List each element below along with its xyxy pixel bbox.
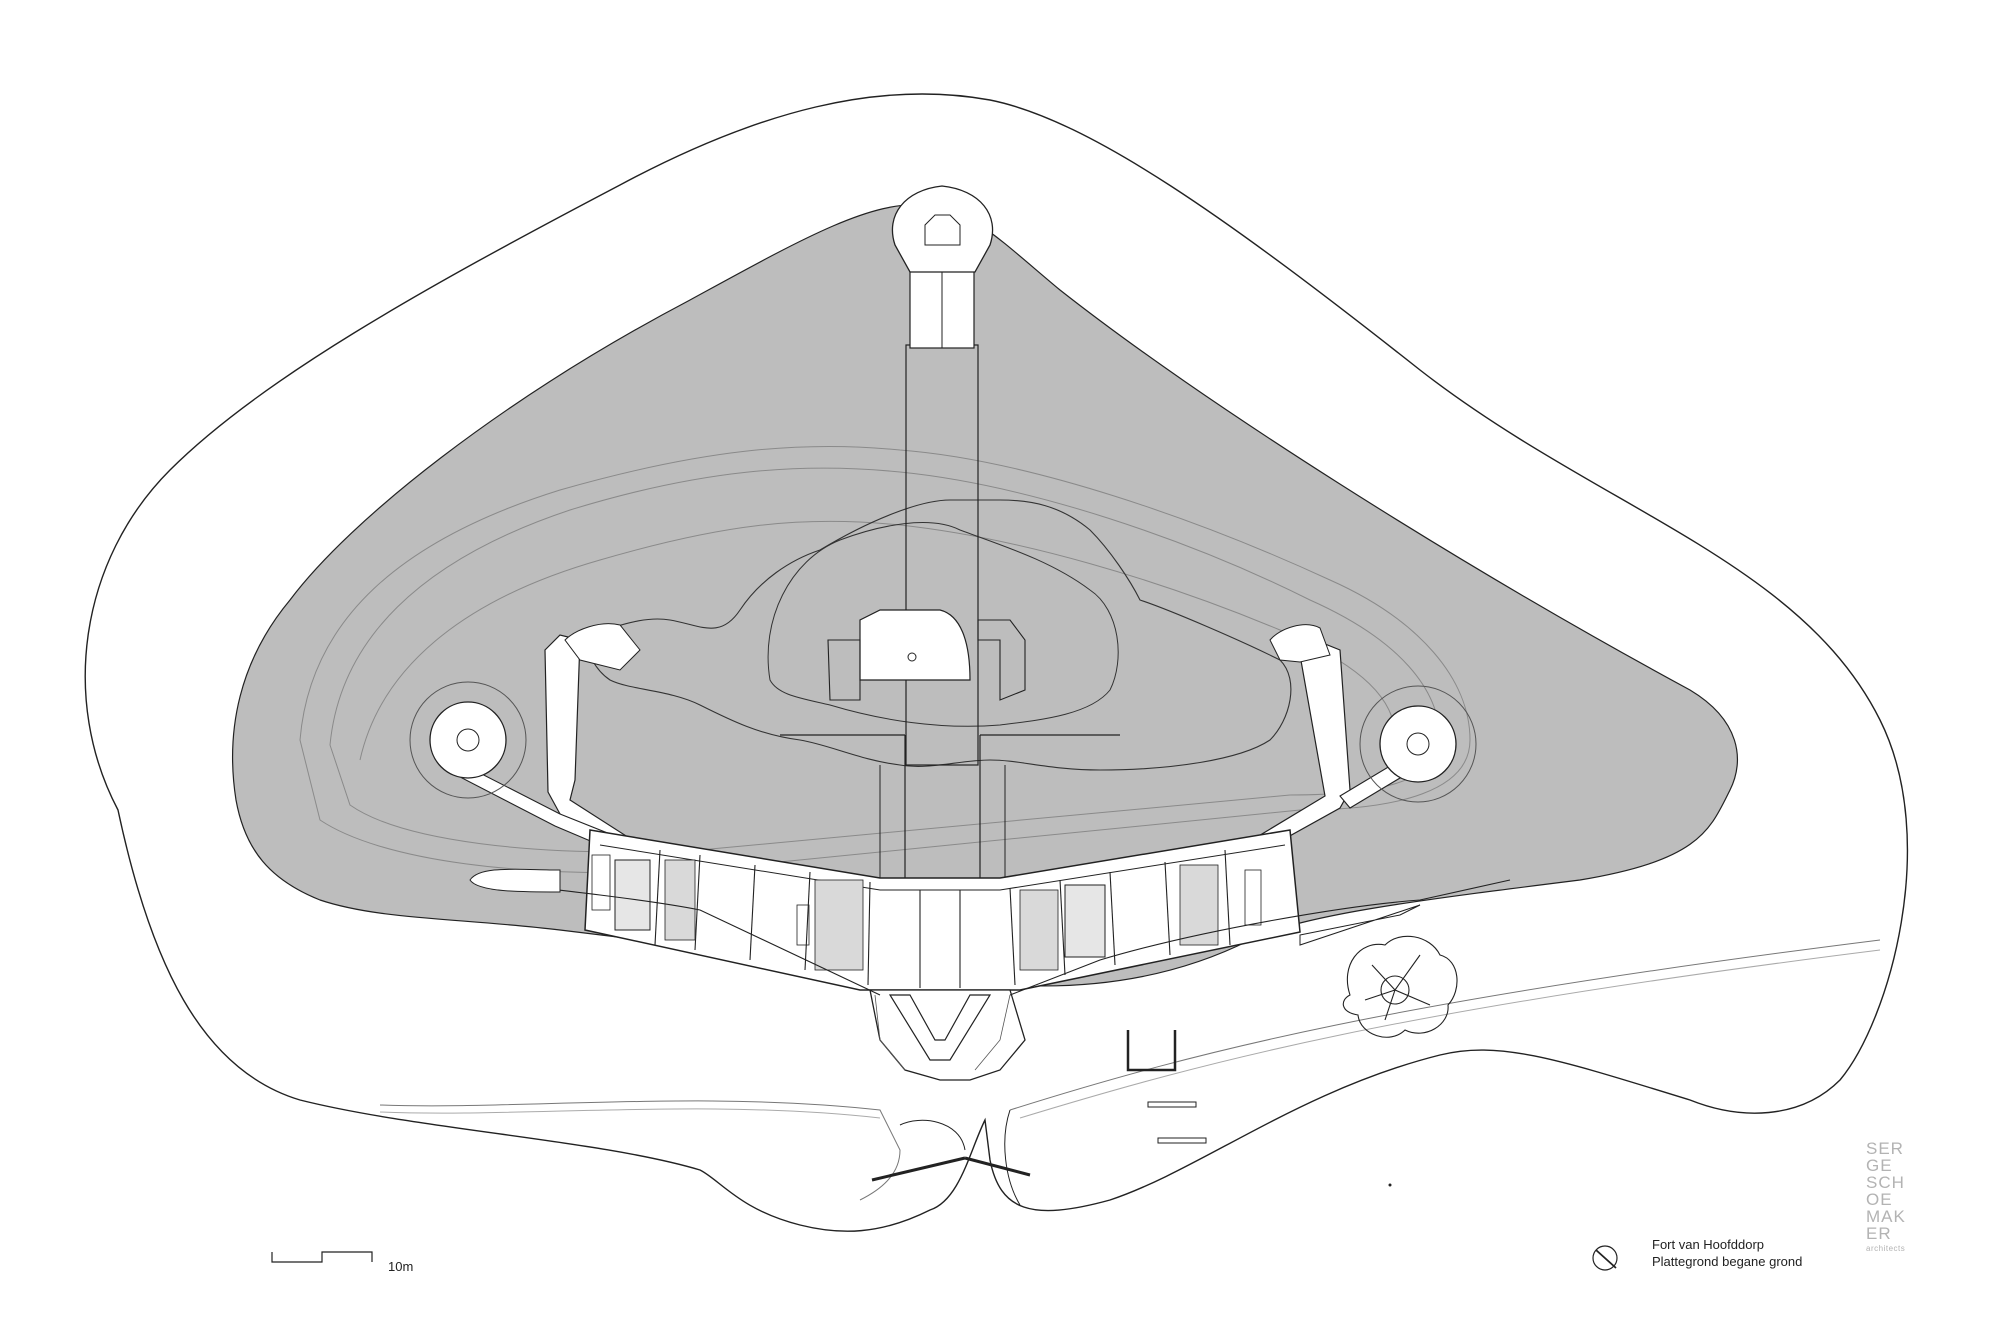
- access-path-left: [379, 1100, 901, 1201]
- right-stair-tower: [1269, 624, 1331, 663]
- hall-center-right: [1019, 889, 1059, 971]
- scale-label: 10m: [388, 1259, 414, 1274]
- left-stair-tower: [564, 623, 641, 671]
- logo-line-5: MAK: [1866, 1207, 1906, 1226]
- moat-outer-contour: [84, 93, 1908, 1232]
- barracks-block: [584, 829, 1301, 991]
- hall-left: [664, 859, 696, 941]
- right-ravelin: [1299, 904, 1421, 946]
- architect-logo: SER GE SCH OE MAK ER architects: [1866, 1140, 1926, 1254]
- caponier-head: [891, 185, 994, 273]
- logo-line-2: GE: [1866, 1156, 1893, 1175]
- jetty-plank-1: [1147, 1101, 1197, 1108]
- jetty-plank-2: [1157, 1137, 1207, 1144]
- drawing-subtitle: Plattegrond begane grond: [1652, 1254, 1803, 1269]
- right-bastion-circle: [1379, 705, 1457, 783]
- inner-earthwork: [584, 499, 1292, 771]
- stair-right: [1064, 884, 1106, 958]
- left-bastion-circle: [429, 701, 507, 779]
- logo-line-3: SCH: [1866, 1173, 1905, 1192]
- footbridge: [871, 1156, 966, 1182]
- tree-symbol: [1342, 935, 1458, 1038]
- stair-left: [614, 859, 651, 931]
- logo-line-4: OE: [1866, 1190, 1893, 1209]
- left-ravelin: [469, 868, 561, 893]
- hall-center-left: [814, 879, 864, 971]
- central-chamber: [859, 609, 971, 681]
- access-path-right: [1009, 939, 1881, 1111]
- fort-island: [231, 203, 1739, 987]
- logo-caption: architects: [1866, 1244, 1906, 1253]
- north-arrow-icon: [1592, 1245, 1618, 1271]
- logo-line-1: SER: [1866, 1139, 1904, 1158]
- bridge-gate-left: [899, 1119, 966, 1151]
- jetty: [1126, 1030, 1177, 1072]
- inner-court-outline: [767, 522, 1119, 727]
- drawing-title-block: Fort van Hoofddorp Plattegrond begane gr…: [1652, 1236, 1802, 1270]
- scale-bar: [271, 1251, 373, 1263]
- drawing-title: Fort van Hoofddorp: [1652, 1237, 1765, 1252]
- hall-right: [1179, 864, 1219, 946]
- logo-line-6: ER: [1866, 1224, 1892, 1243]
